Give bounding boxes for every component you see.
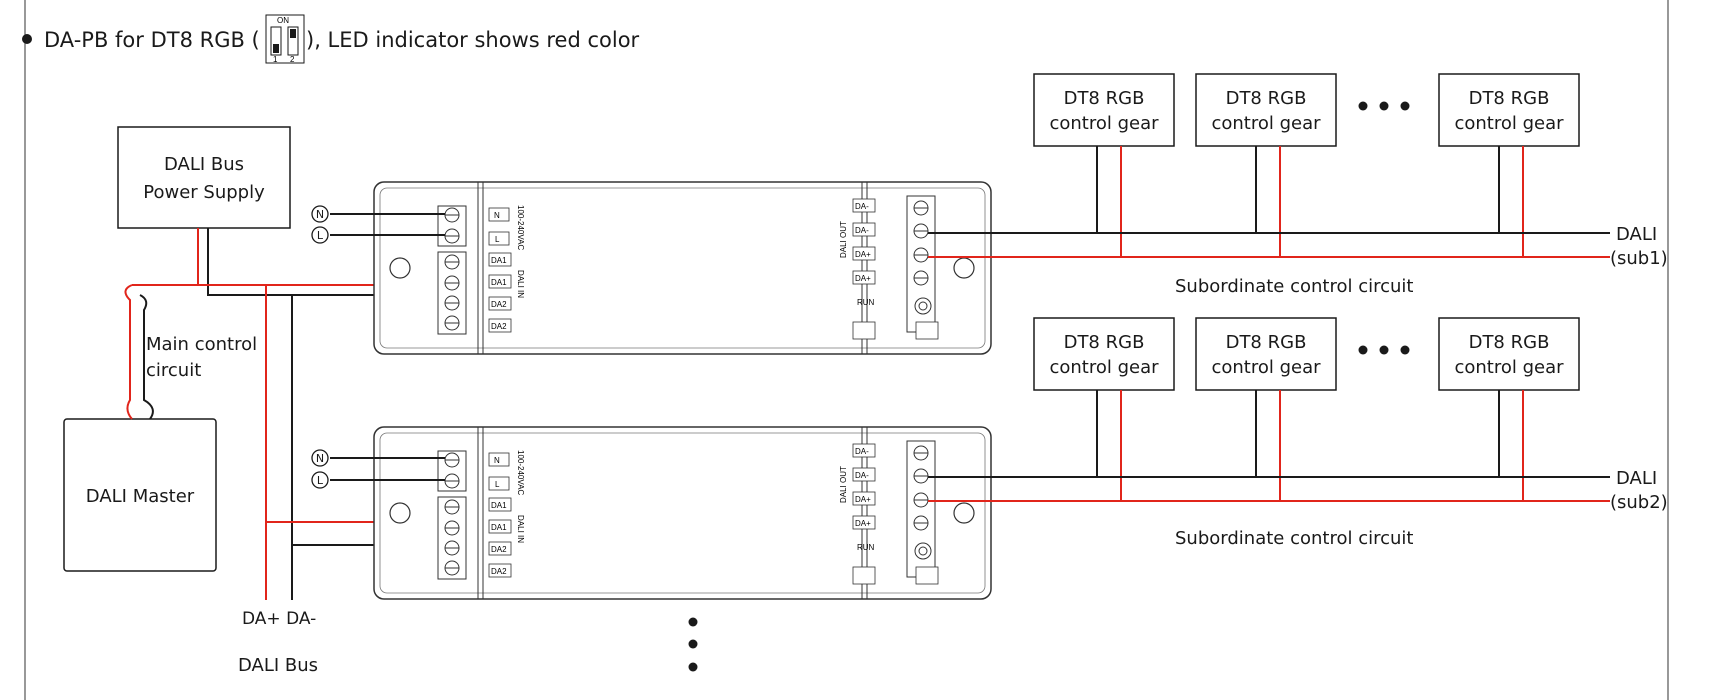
live-symbol-icon [311,226,329,244]
gear-line1: DT8 RGB [1064,332,1145,353]
power-supply-line2: Power Supply [143,182,265,203]
dip-on-label: ON [277,16,289,25]
gear-line1: DT8 RGB [1226,88,1307,109]
dev2-dali-in-label: DALI IN [516,515,525,543]
dev1-term-da1b: DA1 [491,278,507,287]
more-devices-dots [688,617,698,672]
gear-line1: DT8 RGB [1469,332,1550,353]
gear-box [1438,317,1580,391]
dip-1-label: 1 [273,55,278,64]
sub1-tag: (sub1) [1610,248,1668,269]
gear-line2: control gear [1049,113,1159,134]
dev2-term-da1b: DA1 [491,523,507,532]
sub2-gears: DT8 RGB control gear DT8 RGB control gea… [928,317,1610,502]
dev2-term-n: N [494,456,500,465]
dev2-ac-label: 100-240VAC [516,450,525,495]
sub2-caption: Subordinate control circuit [1175,528,1413,549]
dev1-ac-label: 100-240VAC [516,205,525,250]
dali-device-2: N L DA1 DA1 DA2 DA2 100-240VAC DALI IN D… [373,426,992,600]
dev1-term-da1a: DA1 [491,256,507,265]
live-symbol-icon [311,471,329,489]
dali-master-label: DALI Master [86,486,195,507]
dev2-term-da2b: DA2 [491,567,507,576]
dev2-out-da-plus-b: DA+ [855,519,871,528]
dev2-dali-out-label: DALI OUT [839,466,848,503]
dev1-dali-in-label: DALI IN [516,270,525,298]
dev2-run-label: RUN [857,543,875,552]
dev2-term-da1a: DA1 [491,501,507,510]
gear-box [1195,73,1337,147]
gear-line1: DT8 RGB [1064,88,1145,109]
da-plus-minus-label: DA+ DA- [242,609,316,629]
neutral-symbol-icon [311,205,329,223]
dev1-term-da2a: DA2 [491,300,507,309]
dali-bus-label: DALI Bus [238,655,318,676]
mains-symbols: N L N L [311,205,445,489]
dev1-term-da2b: DA2 [491,322,507,331]
dev1-out-da-plus-a: DA+ [855,250,871,259]
dev1-term-l: L [495,235,500,244]
dev1-out-da-minus-b: DA- [855,226,869,235]
bullet-dot [22,34,32,44]
gear-box [1195,317,1337,391]
dev2-term-l: L [495,480,500,489]
title-text: DA-PB for DT8 RGB ( [44,28,260,52]
dev2-out-da-minus-b: DA- [855,471,869,480]
power-supply-line1: DALI Bus [164,154,244,175]
main-circuit-line2: circuit [146,360,201,381]
gear-line2: control gear [1454,113,1564,134]
dip-2-label: 2 [290,55,295,64]
mains-l-1: L [317,229,324,242]
mains-n-1: N [316,208,324,221]
title-suffix-text: ), LED indicator shows red color [306,28,640,52]
dev2-out-da-minus-a: DA- [855,447,869,456]
sub1-gears: DT8 RGB control gear DT8 RGB control gea… [928,73,1610,258]
gear-line2: control gear [1211,113,1321,134]
dev1-term-n: N [494,211,500,220]
gear-box [1033,317,1175,391]
gear-box [1438,73,1580,147]
gear-line2: control gear [1211,357,1321,378]
dev1-run-label: RUN [857,298,875,307]
mains-n-2: N [316,452,324,465]
gear-line2: control gear [1049,357,1159,378]
power-supply-box [117,126,291,229]
gear-box [1033,73,1175,147]
main-circuit-line1: Main control [146,334,257,355]
neutral-symbol-icon [311,449,329,467]
dip-switch-icon: ON 1 2 [265,14,305,64]
gear-line1: DT8 RGB [1469,88,1550,109]
gear-line1: DT8 RGB [1226,332,1307,353]
sub2-tag: (sub2) [1610,492,1668,513]
dev1-out-da-plus-b: DA+ [855,274,871,283]
dali-master-box [63,418,217,572]
dev1-out-da-minus-a: DA- [855,202,869,211]
sub1-caption: Subordinate control circuit [1175,276,1413,297]
dev2-out-da-plus-a: DA+ [855,495,871,504]
mains-l-2: L [317,474,324,487]
dev2-term-da2a: DA2 [491,545,507,554]
gear-line2: control gear [1454,357,1564,378]
sub1-dali-label: DALI [1616,224,1657,245]
dali-device-1: N L DA1 DA1 DA2 DA2 100-240VAC DALI IN D… [373,181,992,355]
dev1-dali-out-label: DALI OUT [839,221,848,258]
sub2-dali-label: DALI [1616,468,1657,489]
